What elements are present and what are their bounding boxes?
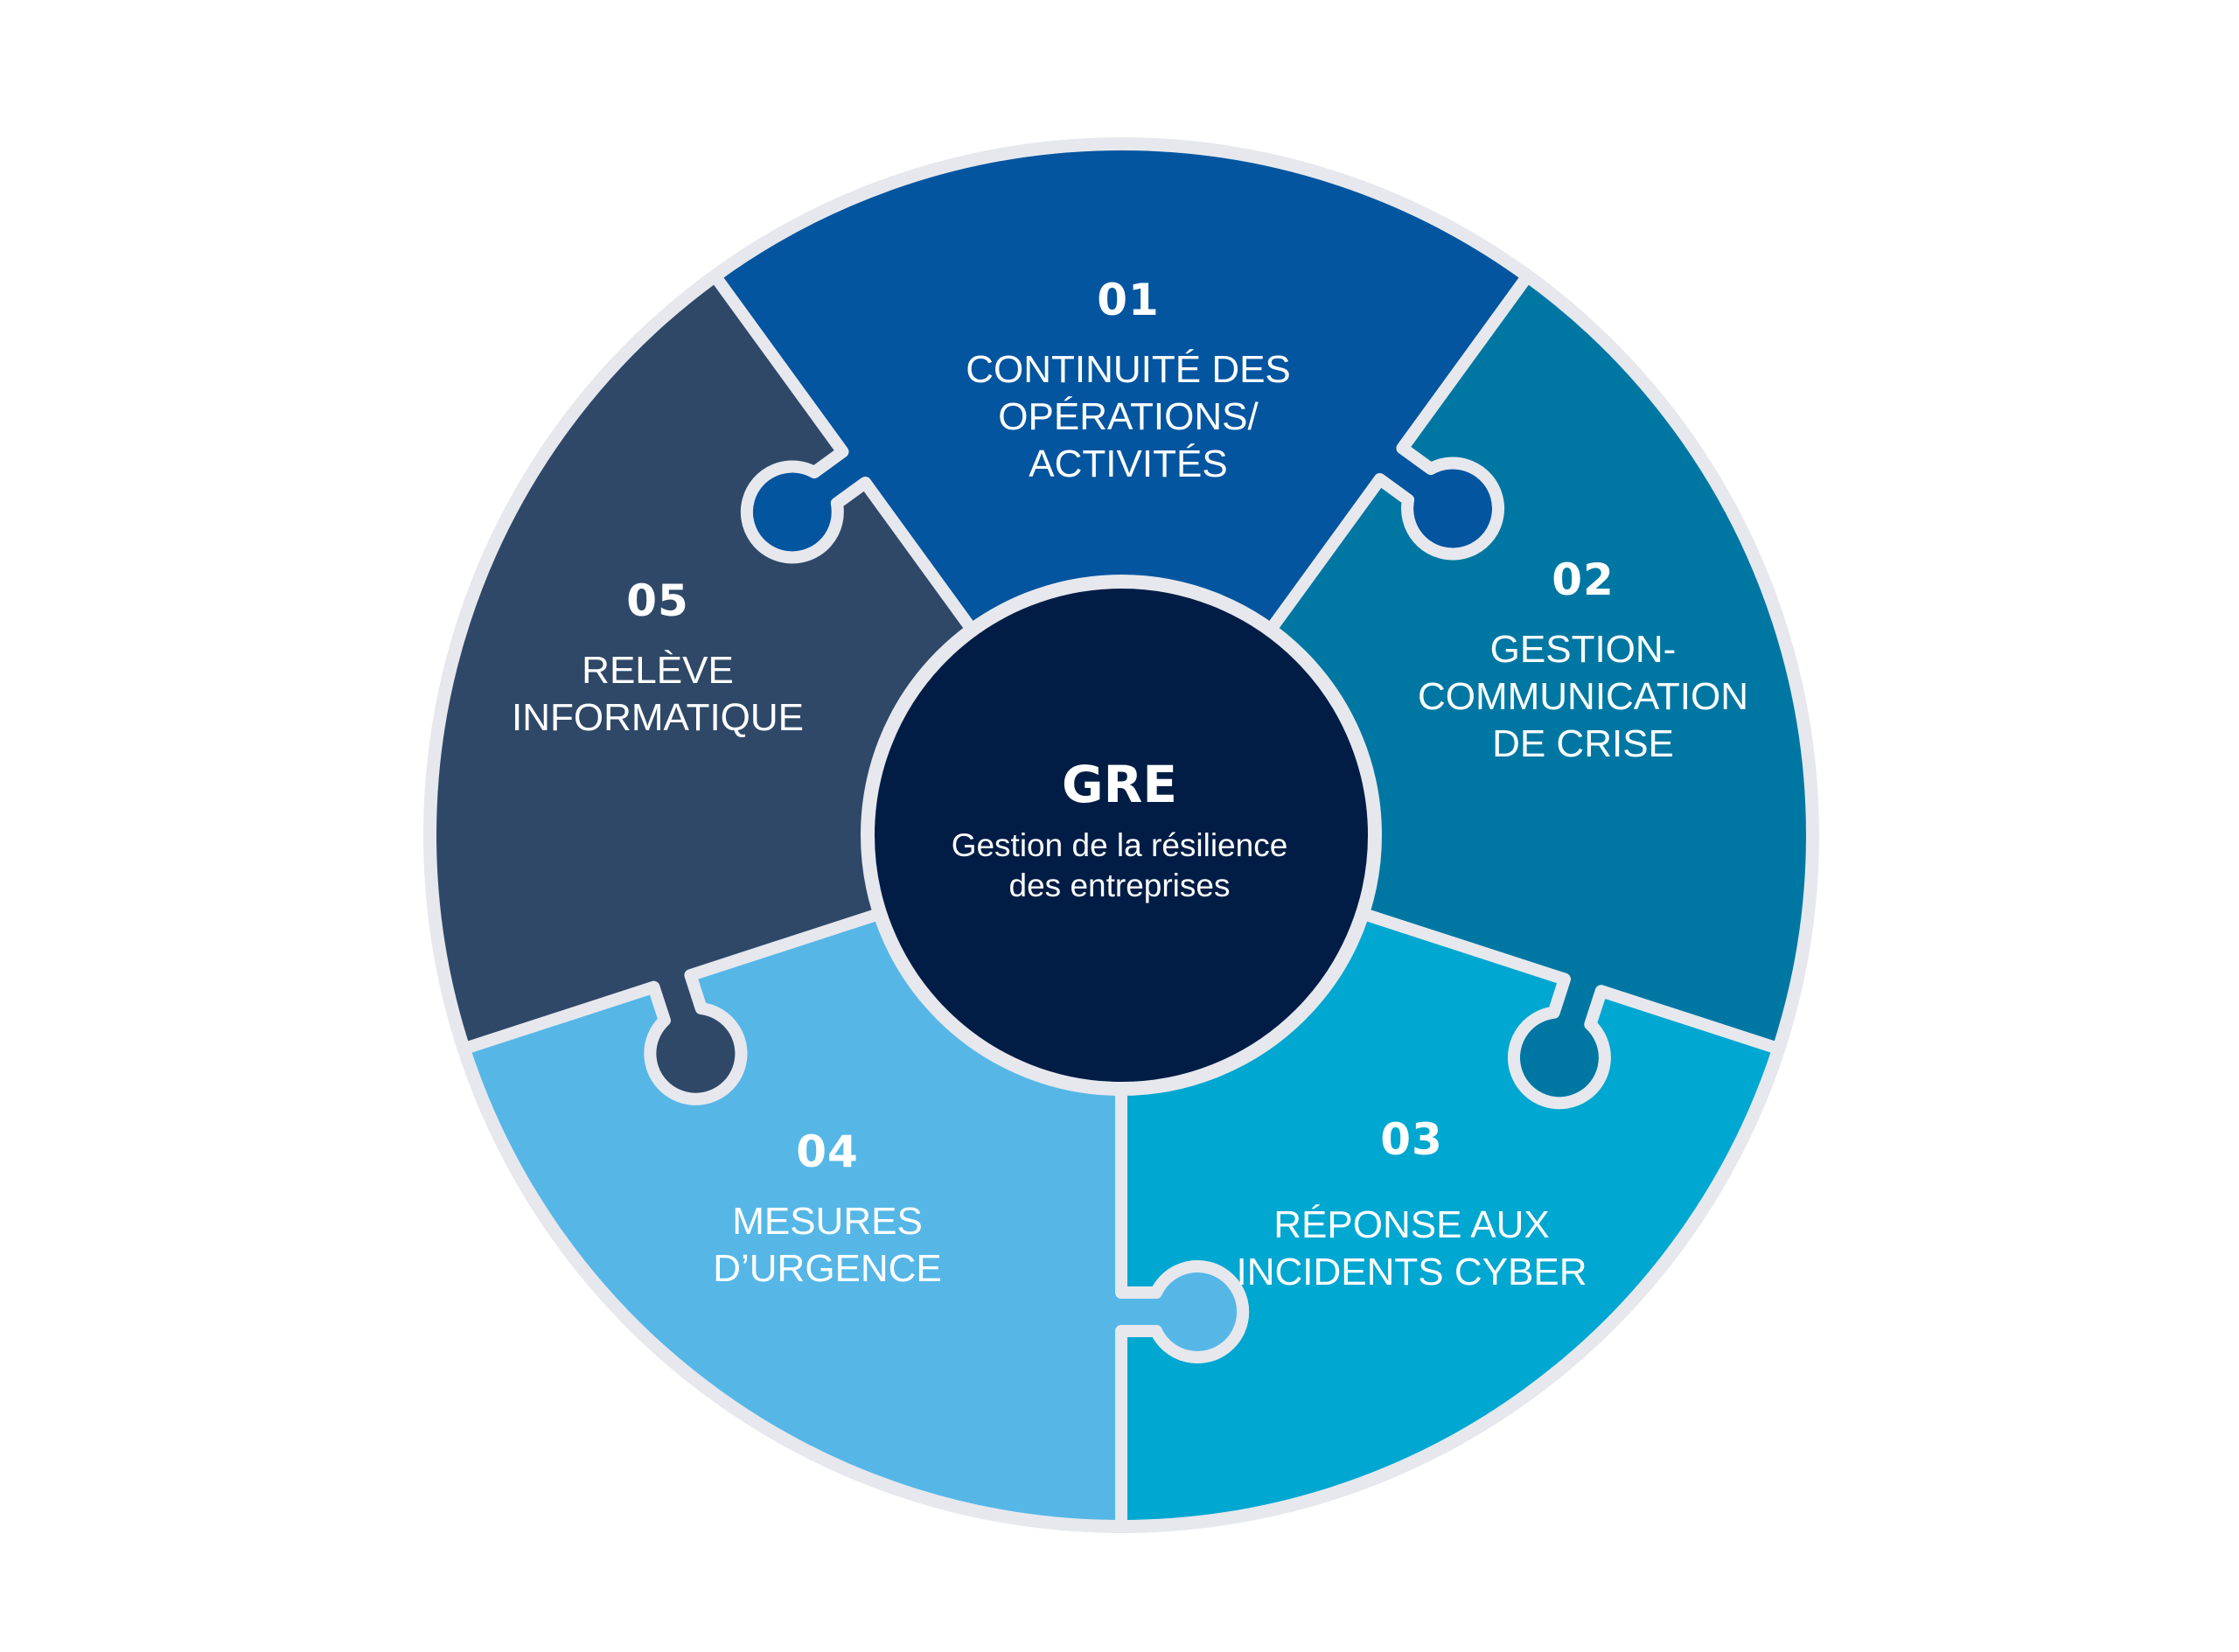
- segment-title-04-line-1: MESURES: [732, 1200, 923, 1243]
- segment-title-03-line-2: INCIDENTS CYBER: [1236, 1251, 1587, 1293]
- segment-title-03: RÉPONSE AUX INCIDENTS CYBER: [1237, 1202, 1587, 1296]
- segment-title-02-line-3: DE CRISE: [1492, 722, 1674, 765]
- center-disc: [861, 575, 1382, 1096]
- segment-title-02-line-1: GESTION-: [1489, 628, 1677, 671]
- segment-title-01-line-1: CONTINUITÉ DES: [966, 348, 1291, 391]
- segment-label-04: 04 MESURES D’URGENCE: [713, 1130, 942, 1293]
- center-description-line-2: des entreprises: [1008, 868, 1231, 903]
- segment-title-01: CONTINUITÉ DES OPÉRATIONS/ ACTIVITÉS: [966, 346, 1291, 488]
- segment-number-04: 04: [796, 1126, 859, 1177]
- segment-title-02: GESTION- COMMUNICATION DE CRISE: [1418, 626, 1748, 768]
- segment-number-02: 02: [1552, 554, 1615, 605]
- segment-title-04: MESURES D’URGENCE: [713, 1198, 942, 1293]
- segment-title-01-line-2: OPÉRATIONS/: [998, 395, 1259, 438]
- puzzle-piece-05: [424, 269, 979, 1105]
- segment-label-03: 03 RÉPONSE AUX INCIDENTS CYBER: [1237, 1118, 1587, 1296]
- segment-number-03: 03: [1380, 1114, 1443, 1165]
- segment-title-05: RELÈVE INFORMATIQUE: [512, 647, 804, 742]
- segment-title-04-line-2: D’URGENCE: [713, 1247, 942, 1290]
- center-acronym: GRE: [1062, 755, 1177, 814]
- segment-number-01: 01: [1097, 275, 1160, 325]
- segment-label-05: 05 RELÈVE INFORMATIQUE: [512, 579, 804, 742]
- center-description-line-1: Gestion de la résilience: [951, 827, 1288, 863]
- segment-title-03-line-1: RÉPONSE AUX: [1273, 1203, 1550, 1246]
- center-label: GRE Gestion de la résilience des entrepr…: [952, 759, 1288, 906]
- segment-title-01-line-3: ACTIVITÉS: [1029, 443, 1228, 485]
- segment-title-05-line-1: RELÈVE: [582, 649, 734, 692]
- segment-label-01: 01 CONTINUITÉ DES OPÉRATIONS/ ACTIVITÉS: [966, 278, 1291, 488]
- segment-number-05: 05: [626, 575, 689, 626]
- center-description: Gestion de la résilience des entreprises: [952, 826, 1288, 906]
- outer-ring-outline: [423, 137, 1819, 1533]
- segment-title-02-line-2: COMMUNICATION: [1417, 675, 1749, 718]
- segment-title-05-line-2: INFORMATIQUE: [511, 696, 805, 739]
- segment-label-02: 02 GESTION- COMMUNICATION DE CRISE: [1418, 558, 1748, 768]
